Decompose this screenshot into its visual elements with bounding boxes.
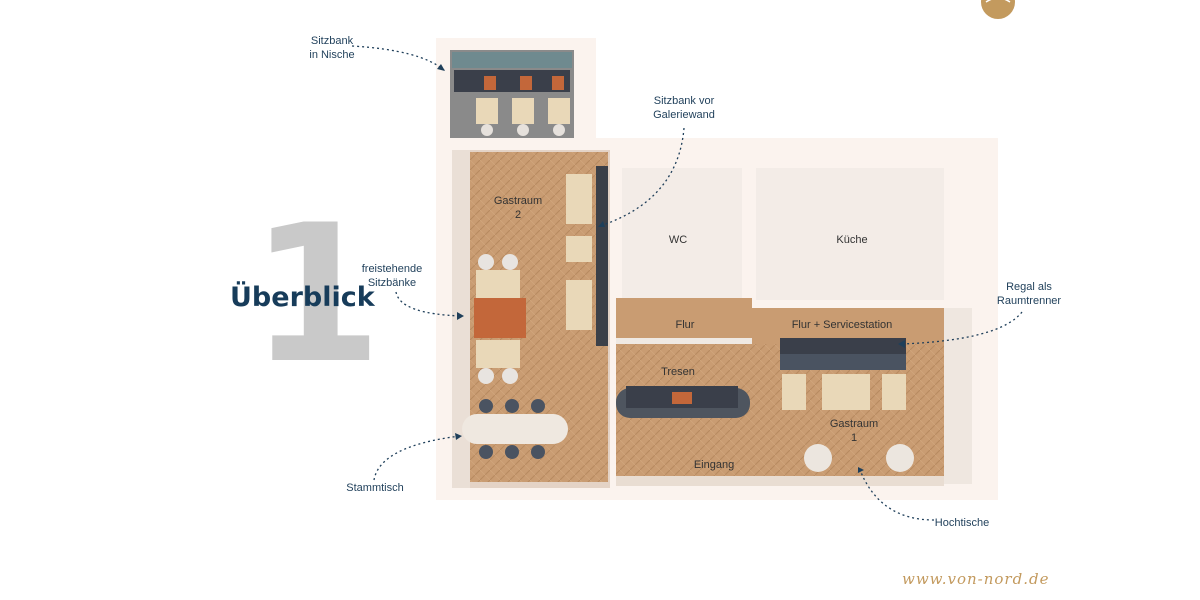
room-label-eingang: Eingang — [693, 459, 735, 471]
annotation-sitzbaenke: freistehende Sitzbänke — [361, 263, 423, 289]
room-wc — [622, 168, 742, 300]
room-label-gastraum-2: Gastraum 2 — [493, 195, 543, 221]
annotation-stammtisch: Stammtisch — [346, 482, 404, 494]
room-flur — [616, 298, 756, 344]
room-label-flur-service: Flur + Servicestation — [791, 319, 893, 331]
room-label-flur: Flur — [675, 319, 695, 331]
annotation-galeriewand: Sitzbank vor Galeriewand — [653, 95, 715, 121]
footer-url[interactable]: www.von-nord.de — [902, 570, 1050, 588]
room-kueche — [756, 168, 944, 300]
room-label-gastraum-1: Gastraum 1 — [829, 418, 879, 444]
page-title: Überblick — [230, 282, 375, 313]
room-nische — [450, 50, 574, 138]
entrance-strip — [616, 476, 944, 486]
annotation-arrows — [351, 45, 1023, 521]
room-label-tresen: Tresen — [661, 366, 695, 378]
room-gastraum-2 — [452, 150, 610, 488]
annotation-arrowheads — [437, 64, 905, 473]
annotation-raumtrenner: Regal als Raumtrenner — [996, 281, 1062, 307]
annotation-nische: Sitzbank in Nische — [309, 35, 355, 61]
crest-logo-icon — [981, 0, 1015, 19]
room-gastraum-1 — [616, 308, 972, 484]
annotation-hochtische: Hochtische — [934, 517, 990, 529]
room-label-wc: WC — [668, 234, 688, 246]
room-label-kueche: Küche — [836, 234, 868, 246]
